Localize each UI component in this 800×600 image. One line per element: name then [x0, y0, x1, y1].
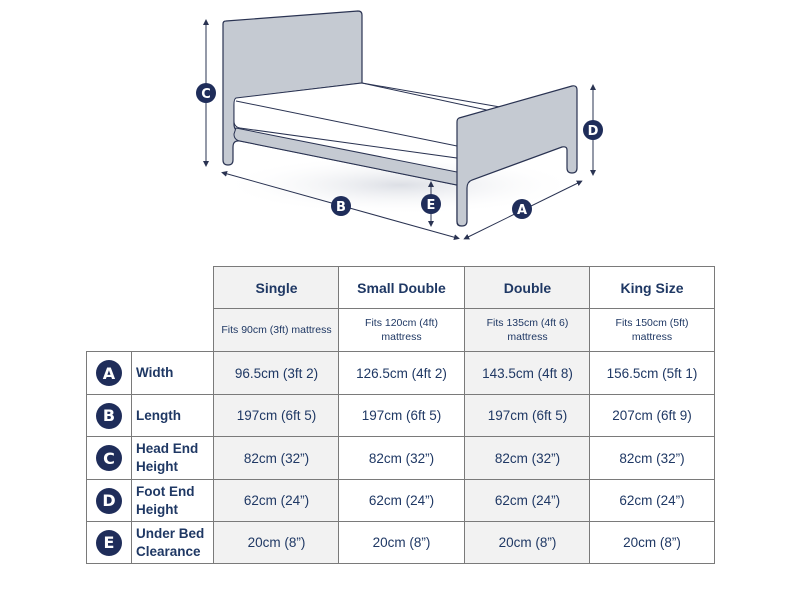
badge-c-icon	[196, 83, 216, 103]
cell-value: 20cm (8”)	[247, 535, 306, 550]
row-b-small-double: 197cm (6ft 5)	[338, 394, 465, 437]
badge-b-icon	[331, 196, 351, 216]
header-label: Double	[503, 279, 552, 296]
cell-value: 82cm (32”)	[243, 450, 310, 466]
row-c-king-size: 82cm (32”)	[589, 436, 715, 480]
mattress-top-edge	[361, 82, 501, 108]
fits-small-double: Fits 120cm (4ft) mattress	[338, 308, 465, 352]
row-c-badge: C	[86, 436, 132, 480]
fits-text: Fits 120cm (4ft) mattress	[365, 317, 438, 343]
fits-text: Fits 150cm (5ft) mattress	[615, 317, 689, 343]
row-d-single: 62cm (24”)	[213, 479, 340, 522]
cell-value: 126.5cm (4ft 2)	[356, 365, 447, 381]
row-b-king-size: 207cm (6ft 9)	[589, 394, 715, 437]
row-a-double: 143.5cm (4ft 8)	[464, 351, 591, 395]
cell-value: 82cm (32”)	[494, 450, 561, 466]
header-small-double: Small Double	[338, 266, 465, 309]
badge-a-letter: A	[517, 203, 527, 218]
badge-b-letter: B	[336, 200, 346, 215]
row-label: Foot End Height	[136, 483, 195, 517]
cell-value: 82cm (32”)	[368, 450, 435, 466]
badge-d-icon	[583, 120, 603, 140]
fits-text: Fits 135cm (4ft 6) mattress	[486, 317, 569, 343]
row-e-double: 20cm (8”)	[464, 521, 591, 564]
badge-e-letter: E	[427, 198, 436, 213]
cell-value: 96.5cm (3ft 2)	[234, 365, 319, 381]
cell-value: 197cm (6ft 5)	[487, 408, 568, 423]
fits-text: Fits 90cm (3ft) mattress	[221, 324, 332, 336]
side-rail	[233, 127, 458, 186]
header-king-size: King Size	[589, 266, 715, 309]
header-single: Single	[213, 266, 340, 309]
cell-value: 197cm (6ft 5)	[361, 408, 442, 423]
row-a-small-double: 126.5cm (4ft 2)	[338, 351, 465, 395]
cell-value: 207cm (6ft 9)	[612, 408, 692, 423]
row-c-label: Head End Height	[131, 436, 214, 480]
cell-value: 197cm (6ft 5)	[236, 408, 317, 423]
mattress	[233, 82, 497, 159]
badge-a-icon	[512, 199, 532, 219]
row-label: Length	[136, 407, 181, 423]
cell-value: 62cm (24”)	[243, 493, 310, 508]
header-label: King Size	[620, 279, 684, 296]
row-a-king-size: 156.5cm (5ft 1)	[589, 351, 715, 395]
cell-value: 20cm (8”)	[498, 535, 557, 550]
badge-b-icon: B	[96, 402, 122, 429]
cell-value: 82cm (32”)	[619, 450, 685, 466]
row-e-small-double: 20cm (8”)	[338, 521, 465, 564]
cell-value: 156.5cm (5ft 1)	[606, 365, 698, 381]
fits-single: Fits 90cm (3ft) mattress	[213, 308, 340, 352]
row-c-double: 82cm (32”)	[464, 436, 591, 480]
row-d-king-size: 62cm (24”)	[589, 479, 715, 522]
row-e-label: Under Bed Clearance	[131, 521, 214, 564]
cell-value: 62cm (24”)	[619, 493, 685, 508]
badge-d-letter: D	[588, 124, 599, 139]
header-label: Small Double	[357, 279, 446, 296]
cell-value: 143.5cm (4ft 8)	[482, 365, 573, 381]
cell-value: 20cm (8”)	[372, 535, 431, 550]
badge-e-icon: E	[96, 529, 122, 556]
bed-dimension-diagram: C D B E A	[196, 10, 603, 241]
fits-king-size: Fits 150cm (5ft) mattress	[589, 308, 715, 352]
cell-value: 62cm (24”)	[368, 493, 435, 508]
badge-c-icon: C	[96, 445, 122, 471]
cell-value: 20cm (8”)	[623, 535, 681, 550]
row-e-badge: E	[86, 521, 132, 564]
row-b-label: Length	[131, 394, 214, 437]
badge-a-icon: A	[96, 360, 122, 386]
mattress-edge-line	[235, 100, 458, 147]
row-d-double: 62cm (24”)	[464, 479, 591, 522]
row-b-single: 197cm (6ft 5)	[213, 394, 340, 437]
row-c-single: 82cm (32”)	[213, 436, 340, 480]
header-label: Single	[255, 279, 298, 296]
row-label: Head End Height	[136, 441, 199, 474]
row-label: Width	[136, 365, 174, 380]
badge-d-icon: D	[96, 487, 122, 514]
row-a-badge: A	[86, 351, 132, 395]
header-double: Double	[464, 266, 591, 309]
row-e-single: 20cm (8”)	[213, 521, 340, 564]
row-b-double: 197cm (6ft 5)	[464, 394, 591, 437]
row-d-badge: D	[86, 479, 132, 522]
row-a-single: 96.5cm (3ft 2)	[213, 351, 340, 395]
row-a-label: Width	[131, 351, 214, 395]
row-e-king-size: 20cm (8”)	[589, 521, 715, 564]
badge-c-letter: C	[201, 87, 211, 102]
cell-value: 62cm (24”)	[494, 493, 561, 508]
row-b-badge: B	[86, 394, 132, 437]
badge-e-icon	[421, 194, 441, 214]
row-d-small-double: 62cm (24”)	[338, 479, 465, 522]
row-label: Under Bed Clearance	[136, 525, 205, 559]
row-c-small-double: 82cm (32”)	[338, 436, 465, 480]
row-d-label: Foot End Height	[131, 479, 214, 522]
fits-double: Fits 135cm (4ft 6) mattress	[464, 308, 591, 352]
